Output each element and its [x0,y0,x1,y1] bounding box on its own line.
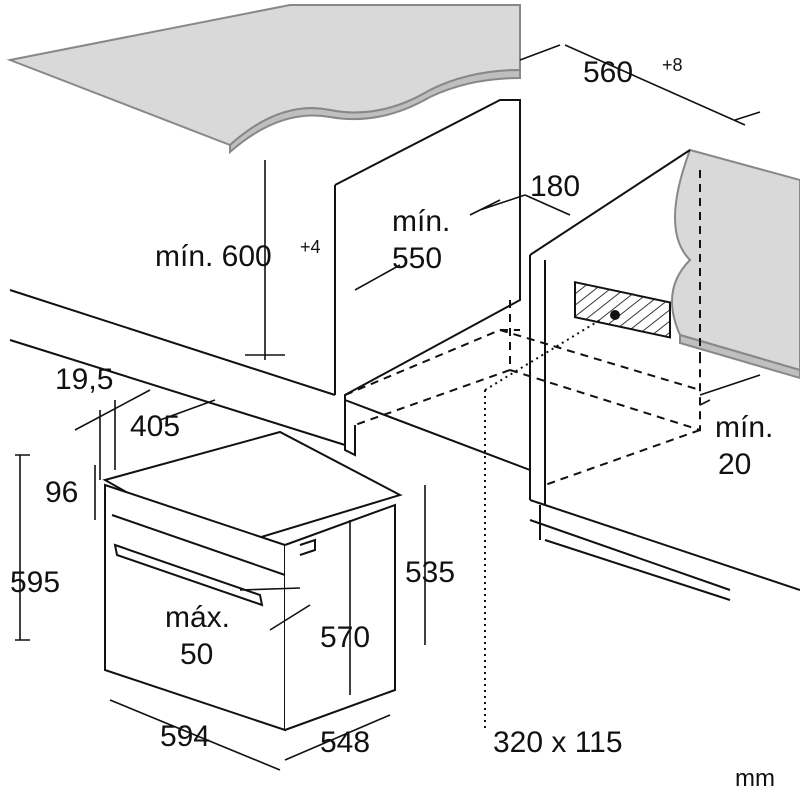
vent-depth-label: 180 [530,170,581,203]
max-prefix: máx. [165,601,231,634]
oven-handle [113,543,264,607]
top-96-label: 96 [45,476,79,509]
oven-side [284,503,396,731]
vent-cutout [574,281,671,339]
max-50-label: 50 [180,638,214,671]
min-gap-prefix: mín. [715,411,774,444]
cabinet-right [529,149,800,601]
depth-405-label: 405 [130,410,181,443]
cabinet-left [9,99,521,446]
min-height-tolerance: +4 [300,237,321,257]
unit-label: mm [735,765,775,792]
height-535-label: 535 [405,556,456,589]
min-depth-prefix: mín. [392,205,451,238]
cutout-label: 320 x 115 [493,726,623,759]
min-gap-label: 20 [718,448,752,481]
inner-volume-dashed [344,170,701,486]
right-worktop [671,148,800,372]
width-594-label: 594 [160,720,211,753]
cutout-dotted [484,319,601,730]
height-570-label: 570 [320,621,371,654]
floor-line [344,399,531,471]
min-depth-label: 550 [392,242,443,275]
front-offset-label: 19,5 [55,363,114,396]
niche-width-label: 560 [583,56,634,89]
height-595-label: 595 [10,566,61,599]
worktop-edge [229,68,521,155]
niche-width-tolerance: +8 [662,55,683,75]
depth-548-label: 548 [320,726,371,759]
min-height-label: mín. 600 [155,240,272,273]
dim-lines [15,44,761,771]
